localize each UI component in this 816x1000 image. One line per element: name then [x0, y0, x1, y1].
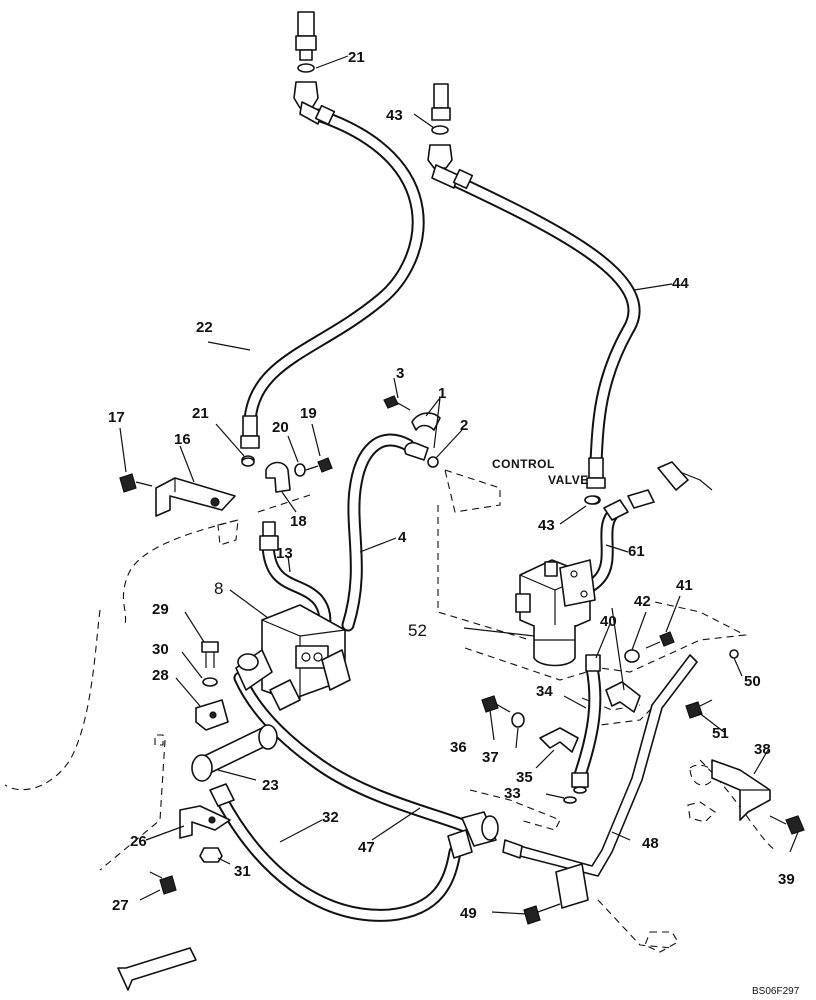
fitting-47-end[interactable] [447, 811, 499, 859]
label-30: 30 [152, 641, 169, 658]
clamp-35[interactable] [539, 727, 579, 753]
o-ring-43[interactable] [584, 495, 600, 505]
label-21-top: 21 [348, 49, 365, 66]
fitting-13-top[interactable] [259, 521, 279, 551]
label-4: 4 [398, 529, 407, 546]
pipe-48[interactable] [502, 654, 698, 877]
label-34: 34 [536, 683, 553, 700]
bracket-38[interactable] [711, 759, 771, 821]
label-22: 22 [196, 319, 213, 336]
label-32: 32 [322, 809, 339, 826]
label-20: 20 [272, 419, 289, 436]
bolt-29[interactable] [201, 641, 219, 668]
o-ring-2[interactable] [427, 456, 439, 468]
label-48: 48 [642, 835, 659, 852]
fitting-43-top[interactable] [427, 83, 474, 190]
bolt-17[interactable] [119, 473, 153, 493]
bolt-49[interactable] [523, 903, 561, 925]
hose-22[interactable] [243, 108, 425, 427]
label-23: 23 [262, 777, 279, 794]
leader-lines [119, 55, 799, 915]
hose-34[interactable] [573, 661, 602, 782]
bolt-51[interactable] [685, 699, 713, 719]
label-61: 61 [628, 543, 645, 560]
o-ring-50[interactable] [729, 649, 739, 659]
label-37: 37 [482, 749, 499, 766]
label-39: 39 [778, 871, 795, 888]
valve-block-8[interactable] [235, 604, 351, 711]
hose-44[interactable] [451, 175, 641, 469]
label-28: 28 [152, 667, 169, 684]
label-27: 27 [112, 897, 129, 914]
label-19: 19 [300, 405, 317, 422]
label-29: 29 [152, 601, 169, 618]
pipe-23[interactable] [191, 724, 278, 782]
washer-42[interactable] [624, 649, 640, 663]
label-17: 17 [108, 409, 125, 426]
clamp-28[interactable] [195, 699, 229, 731]
control-valve-52[interactable] [515, 559, 596, 667]
note-control: CONTROL [492, 457, 555, 471]
fitting-61-top[interactable] [603, 461, 713, 521]
label-21-lower: 21 [192, 405, 209, 422]
label-2: 2 [460, 417, 468, 434]
clamp-1[interactable] [404, 412, 441, 461]
clamp-40[interactable] [605, 681, 641, 713]
label-47: 47 [358, 839, 375, 856]
label-18: 18 [290, 513, 307, 530]
label-51: 51 [712, 725, 729, 742]
fitting-21-top[interactable] [293, 11, 336, 126]
label-43-lower: 43 [538, 517, 555, 534]
bolt-19[interactable] [305, 457, 333, 473]
label-36: 36 [450, 739, 467, 756]
fitting-34[interactable] [571, 654, 601, 794]
bolt-41[interactable] [645, 631, 675, 649]
washer-37[interactable] [511, 712, 525, 728]
label-8: 8 [214, 579, 223, 598]
front-direction-arrow-icon [117, 947, 197, 991]
hose-32[interactable] [215, 793, 462, 922]
label-43-top: 43 [386, 107, 403, 124]
washer-30[interactable] [202, 677, 218, 687]
label-16: 16 [174, 431, 191, 448]
label-33: 33 [504, 785, 521, 802]
bolt-36[interactable] [481, 695, 511, 713]
label-49: 49 [460, 905, 477, 922]
bracket-26[interactable] [179, 805, 231, 839]
label-44: 44 [672, 275, 689, 292]
label-26: 26 [130, 833, 147, 850]
o-ring-21-lower[interactable] [241, 457, 255, 467]
hose-4[interactable] [341, 433, 415, 632]
label-41: 41 [676, 577, 693, 594]
o-ring-33[interactable] [563, 796, 577, 804]
label-42: 42 [634, 593, 651, 610]
label-35: 35 [516, 769, 533, 786]
label-52: 52 [408, 621, 427, 640]
plate-48[interactable] [555, 863, 589, 909]
washer-20[interactable] [294, 463, 306, 477]
label-40: 40 [600, 613, 617, 630]
bracket-16[interactable] [155, 477, 236, 517]
fitting-22-bottom[interactable] [240, 415, 260, 465]
clamp-18[interactable] [265, 461, 291, 493]
note-valve: VALVE [548, 473, 589, 487]
drawing-code: BS06F297 [752, 986, 800, 997]
label-13: 13 [276, 545, 293, 562]
label-31: 31 [234, 863, 251, 880]
part-labels: 21 43 3 1 2 CONTROL VALVE 22 44 17 16 21… [108, 49, 800, 997]
bolt-39[interactable] [769, 815, 805, 835]
fitting-32-top[interactable] [209, 783, 235, 807]
label-50: 50 [744, 673, 761, 690]
label-38: 38 [754, 741, 771, 758]
hose-47[interactable] [233, 671, 477, 835]
label-3: 3 [396, 365, 404, 382]
bolt-27[interactable] [149, 871, 177, 895]
bolt-3[interactable] [383, 395, 411, 411]
label-1: 1 [438, 385, 446, 402]
nut-31[interactable] [199, 847, 223, 863]
